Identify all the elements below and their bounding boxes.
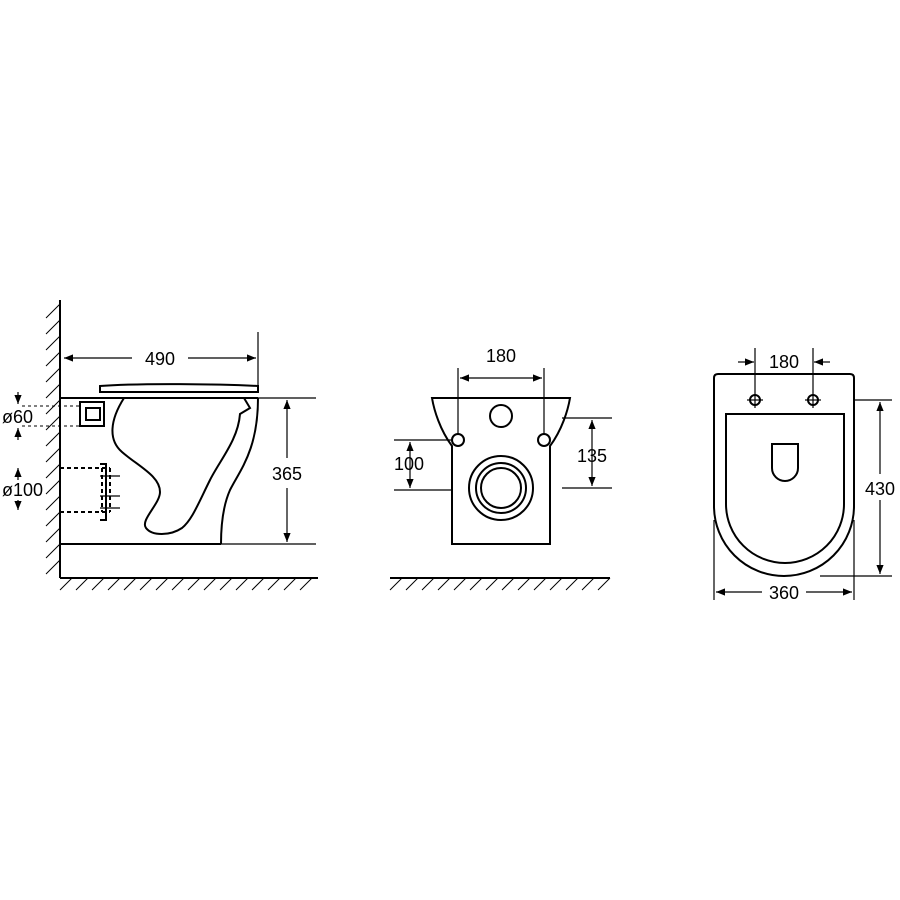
label-top-bolt-spacing: 180 xyxy=(769,352,799,372)
top-rim-opening xyxy=(771,443,799,482)
rear-bolt-left xyxy=(451,433,465,447)
side-toilet-outline xyxy=(60,383,259,545)
floor-hatch xyxy=(59,577,313,591)
rear-outlet-outer xyxy=(468,455,534,521)
label-top-width: 360 xyxy=(769,583,799,603)
side-view: 490 365 ø60 ø100 xyxy=(2,300,318,591)
dim-rear-outlet-height: 135 xyxy=(562,417,612,489)
dim-side-depth: 490 xyxy=(64,332,259,386)
top-toilet-outline xyxy=(713,373,855,577)
rear-inlet-hole xyxy=(489,404,513,428)
rear-toilet-outline xyxy=(430,397,572,545)
label-rear-bolt-spacing: 180 xyxy=(486,346,516,366)
dim-waste-outlet: ø100 xyxy=(2,468,43,510)
hidden-pipe-lines xyxy=(22,405,111,513)
top-view: 180 430 360 xyxy=(713,348,895,603)
rear-view: 180 100 135 xyxy=(389,346,612,591)
dim-top-width: 360 xyxy=(713,520,855,603)
rear-bolt-right xyxy=(537,433,551,447)
dim-rear-bolt-height: 100 xyxy=(394,439,452,491)
wall-hatch xyxy=(45,303,61,575)
label-water-inlet: ø60 xyxy=(2,407,33,427)
label-rear-outlet-height: 135 xyxy=(577,446,607,466)
label-top-length: 430 xyxy=(865,479,895,499)
dim-top-bolt-spacing: 180 xyxy=(738,348,830,392)
label-side-height: 365 xyxy=(272,464,302,484)
label-rear-bolt-height: 100 xyxy=(394,454,424,474)
dim-rear-bolt-spacing: 180 xyxy=(457,346,545,434)
dim-top-length: 430 xyxy=(820,399,895,577)
dim-side-height: 365 xyxy=(221,397,316,545)
rear-floor-hatch xyxy=(389,577,611,591)
label-side-depth: 490 xyxy=(145,349,175,369)
label-waste-outlet: ø100 xyxy=(2,480,43,500)
dim-water-inlet: ø60 xyxy=(2,392,33,440)
